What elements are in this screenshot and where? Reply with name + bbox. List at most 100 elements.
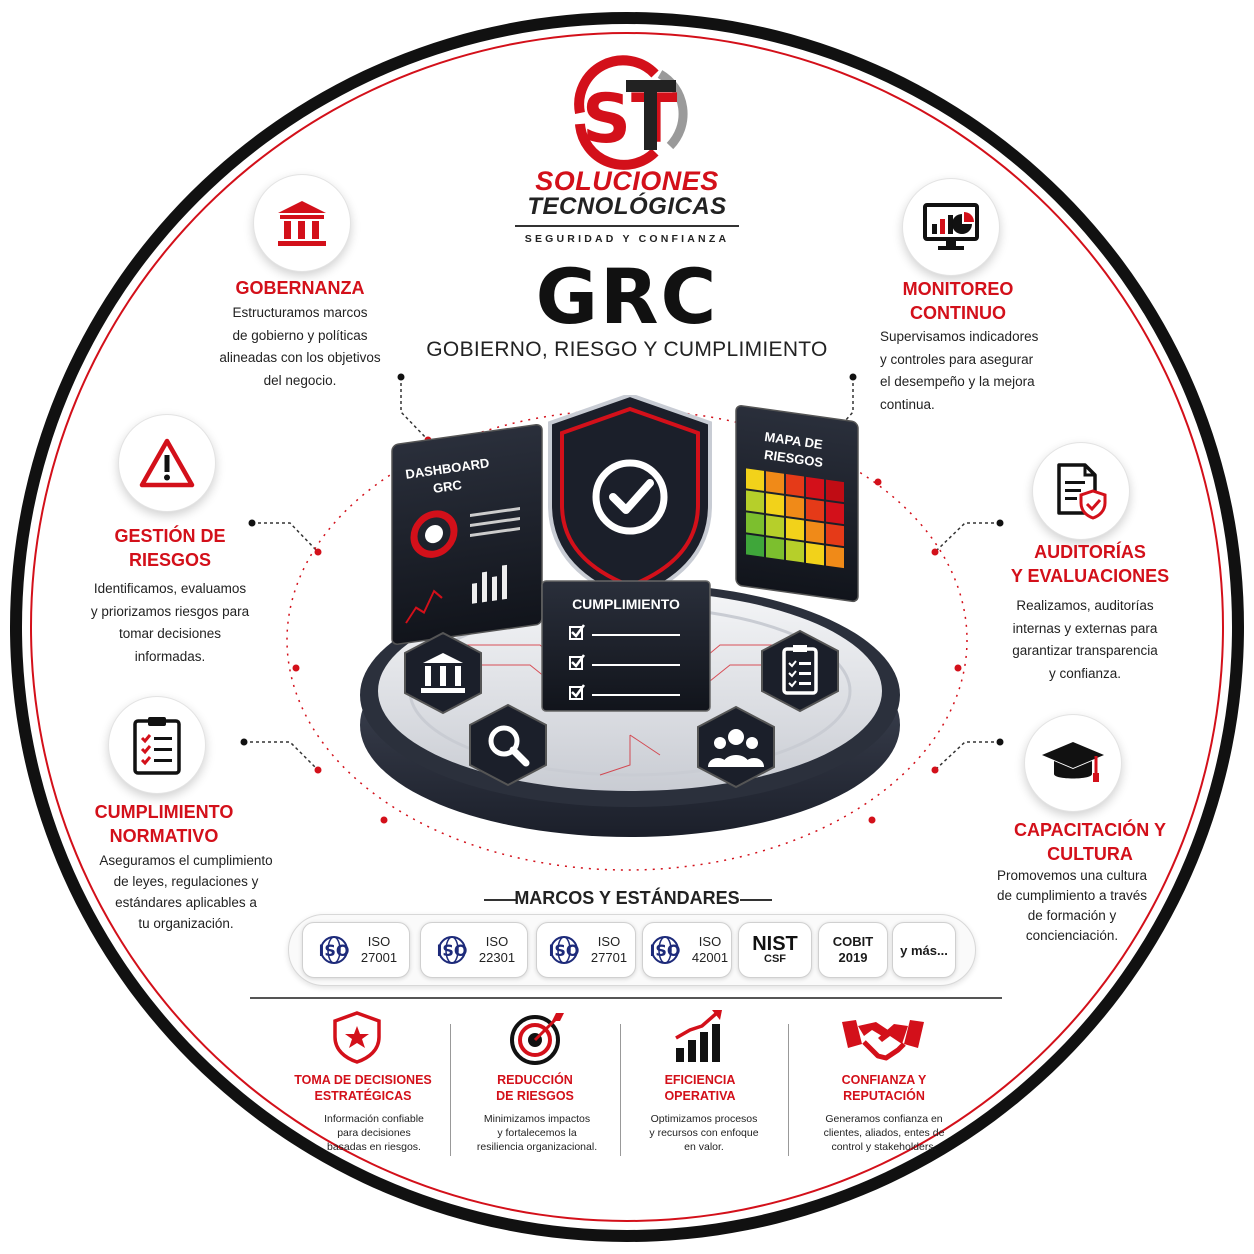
title-line: CAPACITACIÓN Y <box>1013 820 1166 840</box>
column-divider <box>620 1024 621 1156</box>
desc-line: de cumplimiento a través <box>996 888 1148 903</box>
capacitacion-title: CAPACITACIÓN Y CULTURA <box>980 818 1200 866</box>
benefit-title-confianza: CONFIANZA Y REPUTACIÓN <box>804 1072 964 1104</box>
building-columns-icon <box>278 201 326 246</box>
standard-more: y más... <box>892 922 956 978</box>
desc-line: el desempeño y la mejora <box>880 374 1035 389</box>
title-line: DE RIESGOS <box>496 1089 574 1103</box>
desc-line: Información confiable <box>324 1113 424 1125</box>
svg-text:ISO: ISO <box>436 941 467 960</box>
desc-line: informadas. <box>134 648 206 664</box>
title-line: Y EVALUACIONES <box>1010 566 1170 586</box>
desc-line: alineadas con los objetivos <box>219 350 381 365</box>
iso-logo-icon: ISO <box>433 935 471 965</box>
desc-line: garantizar transparencia <box>1012 643 1158 658</box>
auditorias-desc: Realizamos, auditorías internas y extern… <box>988 595 1182 685</box>
desc-line: concienciación. <box>1025 928 1119 943</box>
document-shield-icon <box>1057 463 1107 520</box>
target-icon <box>510 1013 564 1065</box>
benefit-desc-reduccion: Minimizamos impactos y fortalecemos la r… <box>460 1112 614 1154</box>
logo-monogram-text: ST <box>582 80 678 159</box>
logo-tagline: SEGURIDAD Y CONFIANZA <box>524 233 730 245</box>
desc-line: tomar decisiones <box>118 626 222 641</box>
std-heading-rule-left <box>484 899 516 901</box>
title-line: ESTRATÉGICAS <box>314 1089 412 1103</box>
benefit-title-eficiencia: EFICIENCIA OPERATIVA <box>630 1072 770 1104</box>
desc-line: y confianza. <box>1048 665 1122 681</box>
benefit-title-decisiones: TOMA DE DECISIONES ESTRATÉGICAS <box>286 1072 440 1104</box>
shield-star-icon <box>333 1011 381 1064</box>
column-divider <box>788 1024 789 1156</box>
std-top: ISO <box>698 934 722 949</box>
desc-line: clientes, aliados, entes de <box>823 1127 945 1139</box>
desc-line: Promovemos una cultura <box>996 868 1148 883</box>
std-bottom: 22301 <box>478 950 516 965</box>
title-line: CULTURA <box>1047 844 1133 864</box>
inner-red-ring <box>30 32 1224 1222</box>
normativo-icon-circle <box>108 696 206 794</box>
logo-word-soluciones: SOLUCIONES <box>535 166 719 196</box>
logo-rule <box>515 225 739 227</box>
cobit-year: 2019 <box>838 950 868 965</box>
title-line: TOMA DE DECISIONES <box>294 1073 432 1087</box>
desc-line: de formación y <box>1027 908 1117 923</box>
monitoreo-title: MONITOREO CONTINUO <box>858 277 1058 325</box>
normativo-title: CUMPLIMIENTO NORMATIVO <box>64 800 264 848</box>
desc-line: Aseguramos el cumplimiento <box>99 853 273 868</box>
std-bottom: 42001 <box>691 950 729 965</box>
title-line: GESTIÓN DE <box>114 526 226 546</box>
bottom-divider <box>250 997 1002 999</box>
title-line: NORMATIVO <box>109 826 219 846</box>
handshake-icon <box>842 1020 924 1061</box>
monitor-chart-icon <box>923 203 979 250</box>
desc-line: Realizamos, auditorías <box>1016 598 1154 613</box>
benefit-desc-decisiones: Información confiable para decisiones ba… <box>300 1112 448 1154</box>
riesgos-title: GESTIÓN DE RIESGOS <box>70 524 270 572</box>
title-line: RIESGOS <box>128 550 212 570</box>
gobernanza-desc: Estructuramos marcos de gobierno y polít… <box>190 302 410 392</box>
gobernanza-title: GOBERNANZA <box>235 278 365 298</box>
title-line: CONFIANZA Y <box>841 1073 927 1087</box>
svg-text:ISO: ISO <box>548 941 579 960</box>
benefit-title-reduccion: REDUCCIÓN DE RIESGOS <box>460 1072 610 1104</box>
desc-line: de leyes, regulaciones y <box>113 874 259 889</box>
desc-line: basadas en riesgos. <box>327 1141 421 1153</box>
cobit-label: COBIT <box>832 934 874 949</box>
benefit-desc-eficiencia: Optimizamos procesos y recursos con enfo… <box>630 1112 778 1154</box>
title-line: CUMPLIMIENTO <box>94 802 234 822</box>
desc-line: control y stakeholders. <box>831 1141 937 1153</box>
title-line: EFICIENCIA <box>664 1073 736 1087</box>
svg-text:ISO: ISO <box>649 941 680 960</box>
benefit-desc-confianza: Generamos confianza en clientes, aliados… <box>800 1112 968 1154</box>
monitoreo-icon-circle <box>902 178 1000 276</box>
std-bottom: 27001 <box>360 950 398 965</box>
clipboard-checklist-icon <box>133 717 181 775</box>
desc-line: Generamos confianza en <box>825 1113 943 1125</box>
desc-line: Estructuramos marcos <box>232 305 368 320</box>
desc-line: de gobierno y políticas <box>232 327 368 343</box>
standards-heading: MARCOS Y ESTÁNDARES <box>514 888 740 908</box>
title-line: MONITOREO <box>902 279 1014 299</box>
iso-logo-icon: ISO <box>545 935 583 965</box>
std-top: ISO <box>367 934 391 949</box>
std-heading-rule-right <box>740 899 772 901</box>
nist-label: NIST <box>752 933 798 955</box>
title-line: AUDITORÍAS <box>1034 542 1146 562</box>
title-line: REPUTACIÓN <box>843 1089 925 1103</box>
desc-line: para decisiones <box>337 1127 411 1139</box>
standard-nist-csf: NIST CSF <box>738 922 812 978</box>
riesgos-icon-circle <box>118 414 216 512</box>
standard-cobit-2019: COBIT 2019 <box>818 922 888 978</box>
gobernanza-icon-circle <box>253 174 351 272</box>
monitoreo-desc: Supervisamos indicadores y controles par… <box>880 326 1070 416</box>
capacitacion-icon-circle <box>1024 714 1122 812</box>
more-label: y más... <box>900 942 948 958</box>
std-top: ISO <box>597 934 621 949</box>
auditorias-title: AUDITORÍAS Y EVALUACIONES <box>980 540 1200 588</box>
